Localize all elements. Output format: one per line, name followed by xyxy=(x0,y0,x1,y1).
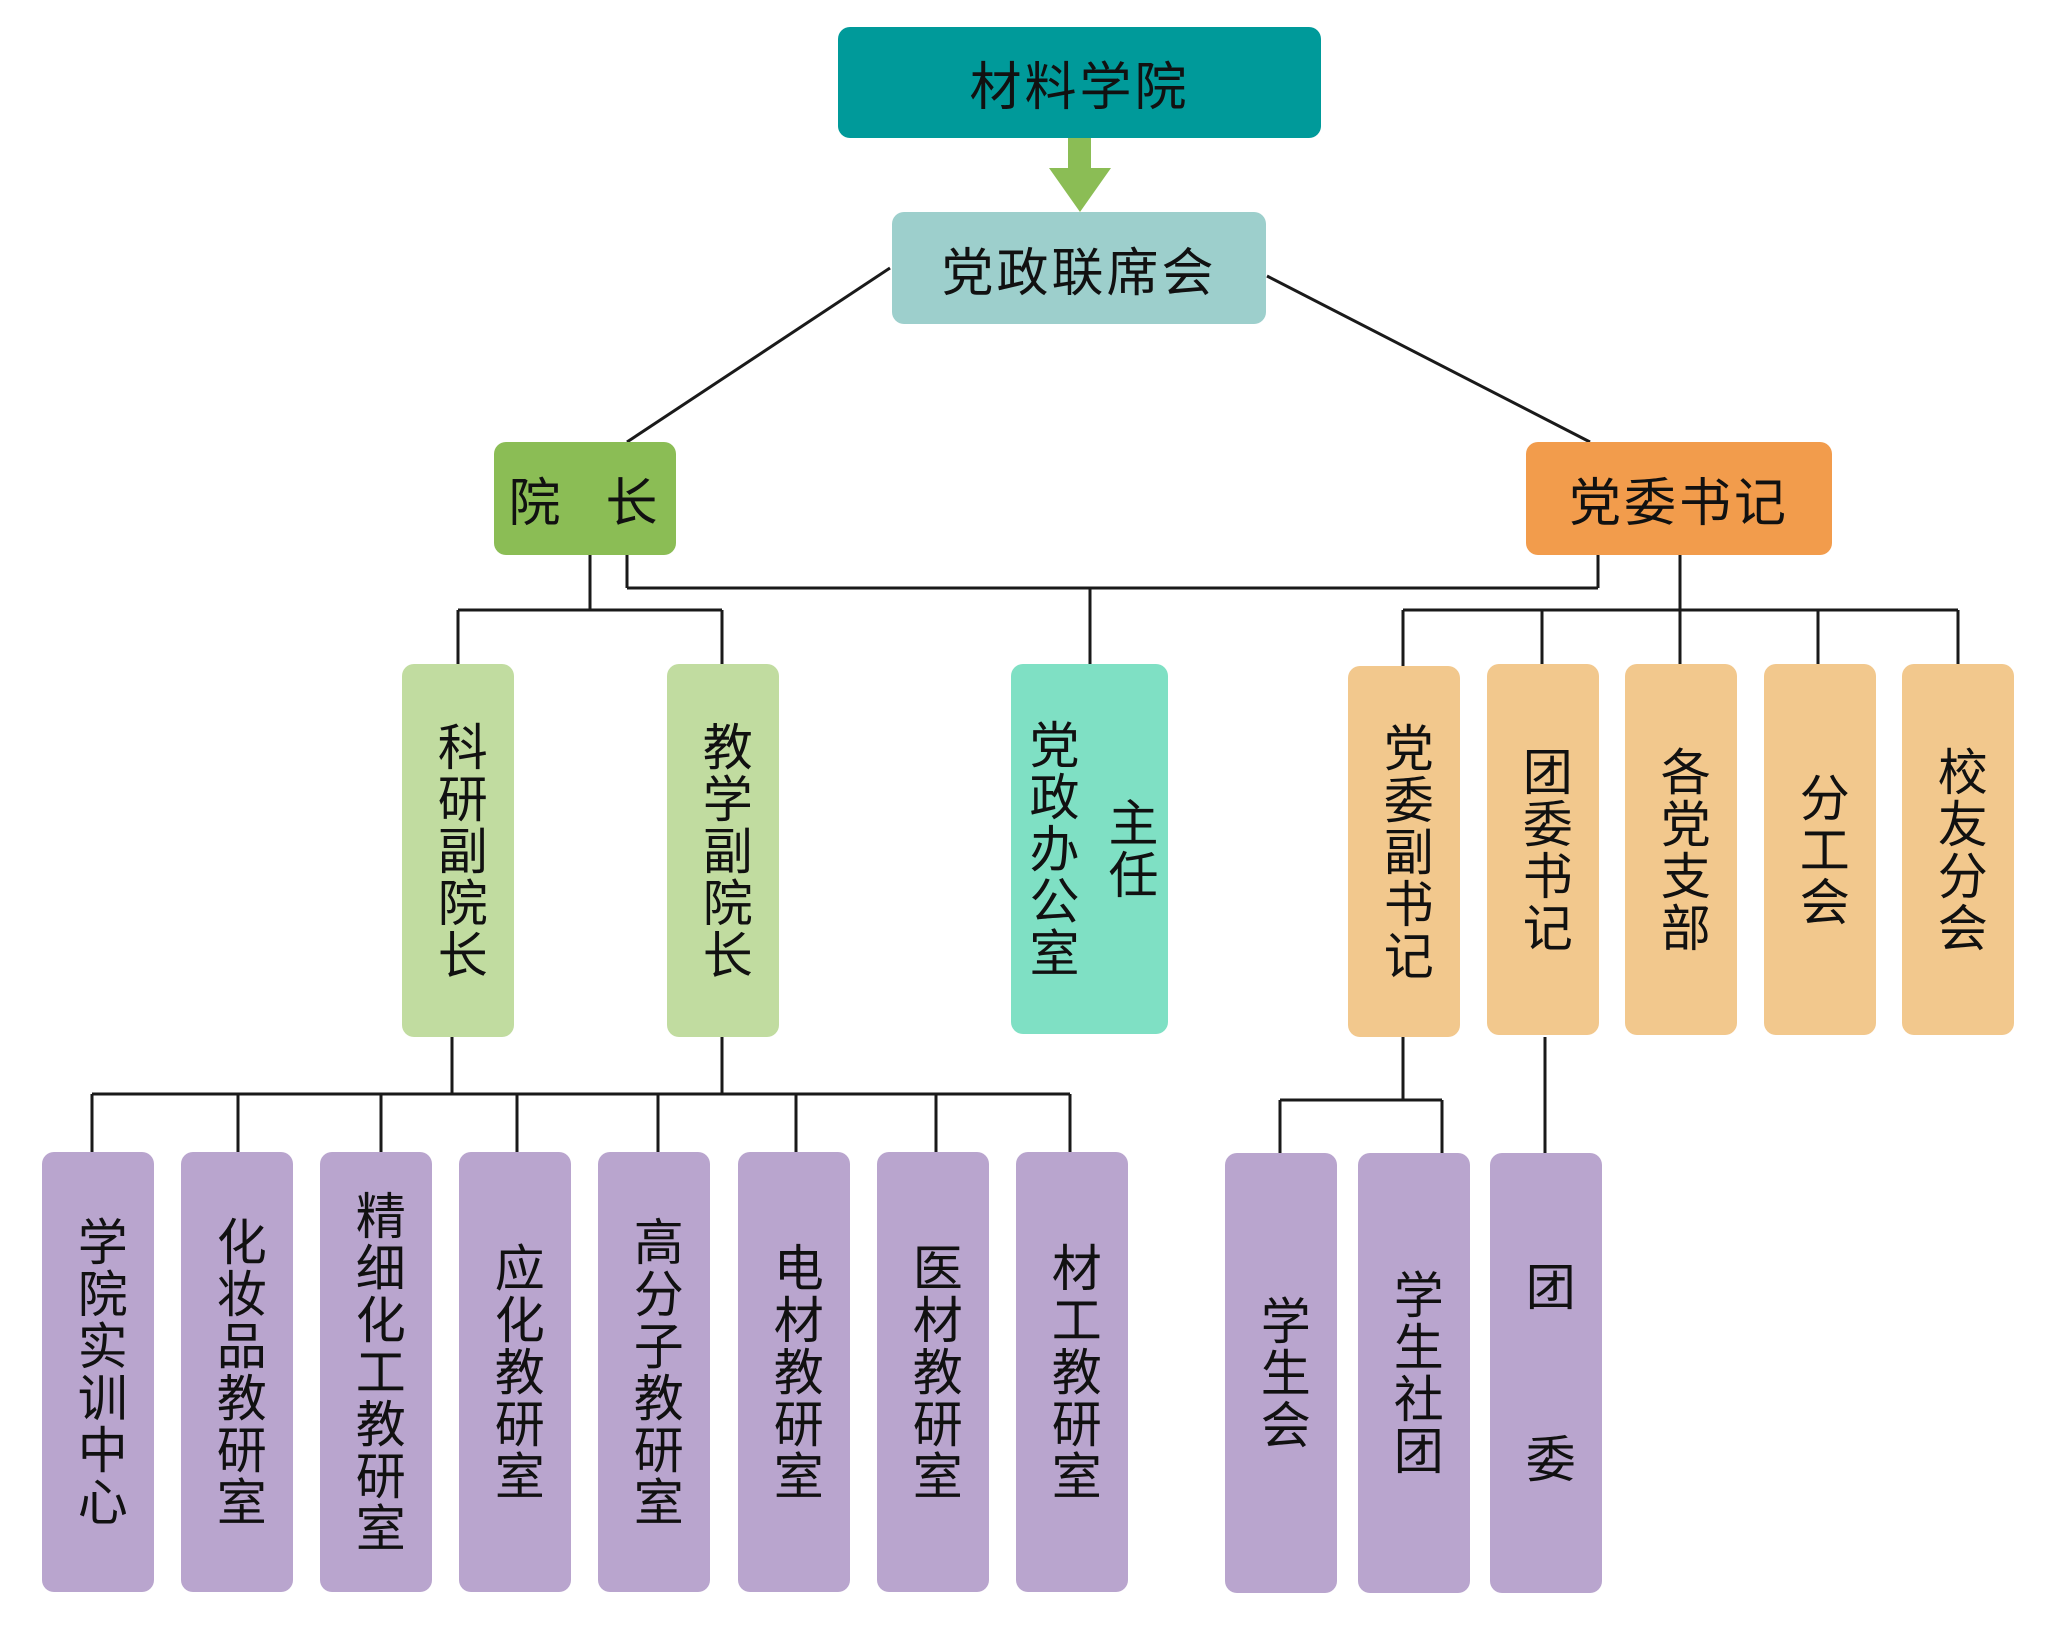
party-secretary-label: 党委书记 xyxy=(1568,474,1789,534)
league-box: 团 委 xyxy=(1490,1153,1602,1593)
dean-label: 院 长 xyxy=(508,474,662,534)
party-branches-box: 各党支部 xyxy=(1625,664,1737,1035)
department-label: 化妆品教研室 xyxy=(208,1216,267,1528)
alumni-branch-box: 校友分会 xyxy=(1902,664,2014,1035)
department-label: 应化教研室 xyxy=(486,1242,545,1502)
department-label: 电材教研室 xyxy=(765,1242,824,1502)
party-unit-label: 各党支部 xyxy=(1652,745,1711,954)
department-box: 电材教研室 xyxy=(738,1152,850,1592)
department-label: 高分子教研室 xyxy=(625,1216,684,1528)
department-label: 精细化工教研室 xyxy=(347,1190,406,1554)
party-unit-label: 校友分会 xyxy=(1929,745,1988,954)
league-secretary-box: 团委书记 xyxy=(1487,664,1599,1035)
student-clubs-box: 学生社团 xyxy=(1358,1153,1470,1593)
party-unit-label: 党委副书记 xyxy=(1375,721,1434,982)
office-director-label: 主任 xyxy=(1100,797,1159,901)
department-box: 高分子教研室 xyxy=(598,1152,710,1592)
office-box: 党政办公室 主任 xyxy=(1011,664,1168,1034)
office-label: 党政办公室 xyxy=(1021,719,1080,979)
trade-union-box: 分工会 xyxy=(1764,664,1876,1035)
college-label: 材料学院 xyxy=(969,58,1190,118)
research-vice-dean-box: 科研副院长 xyxy=(402,664,514,1037)
council-label: 党政联席会 xyxy=(941,243,1217,304)
party-unit-label: 分工会 xyxy=(1791,771,1850,928)
league-label: 团 委 xyxy=(1517,1261,1576,1485)
department-label: 医材教研室 xyxy=(904,1242,963,1502)
teaching-vice-dean-box: 教学副院长 xyxy=(667,664,779,1037)
department-label: 学院实训中心 xyxy=(69,1216,128,1528)
department-box: 医材教研室 xyxy=(877,1152,989,1592)
council-box: 党政联席会 xyxy=(892,212,1266,324)
student-union-box: 学生会 xyxy=(1225,1153,1337,1593)
party-unit-label: 团委书记 xyxy=(1514,745,1573,954)
dean-box: 院 长 xyxy=(494,442,676,555)
research-vice-dean-label: 科研副院长 xyxy=(429,720,488,981)
student-unit-label: 学生会 xyxy=(1252,1295,1311,1451)
department-label: 材工教研室 xyxy=(1043,1242,1102,1502)
college-box: 材料学院 xyxy=(838,27,1321,138)
department-box: 精细化工教研室 xyxy=(320,1152,432,1592)
student-unit-label: 学生社团 xyxy=(1385,1269,1444,1477)
party-secretary-box: 党委书记 xyxy=(1526,442,1832,555)
department-box: 学院实训中心 xyxy=(42,1152,154,1592)
department-box: 应化教研室 xyxy=(459,1152,571,1592)
deputy-secretary-box: 党委副书记 xyxy=(1348,666,1460,1037)
teaching-vice-dean-label: 教学副院长 xyxy=(694,720,753,981)
department-box: 化妆品教研室 xyxy=(181,1152,293,1592)
department-box: 材工教研室 xyxy=(1016,1152,1128,1592)
